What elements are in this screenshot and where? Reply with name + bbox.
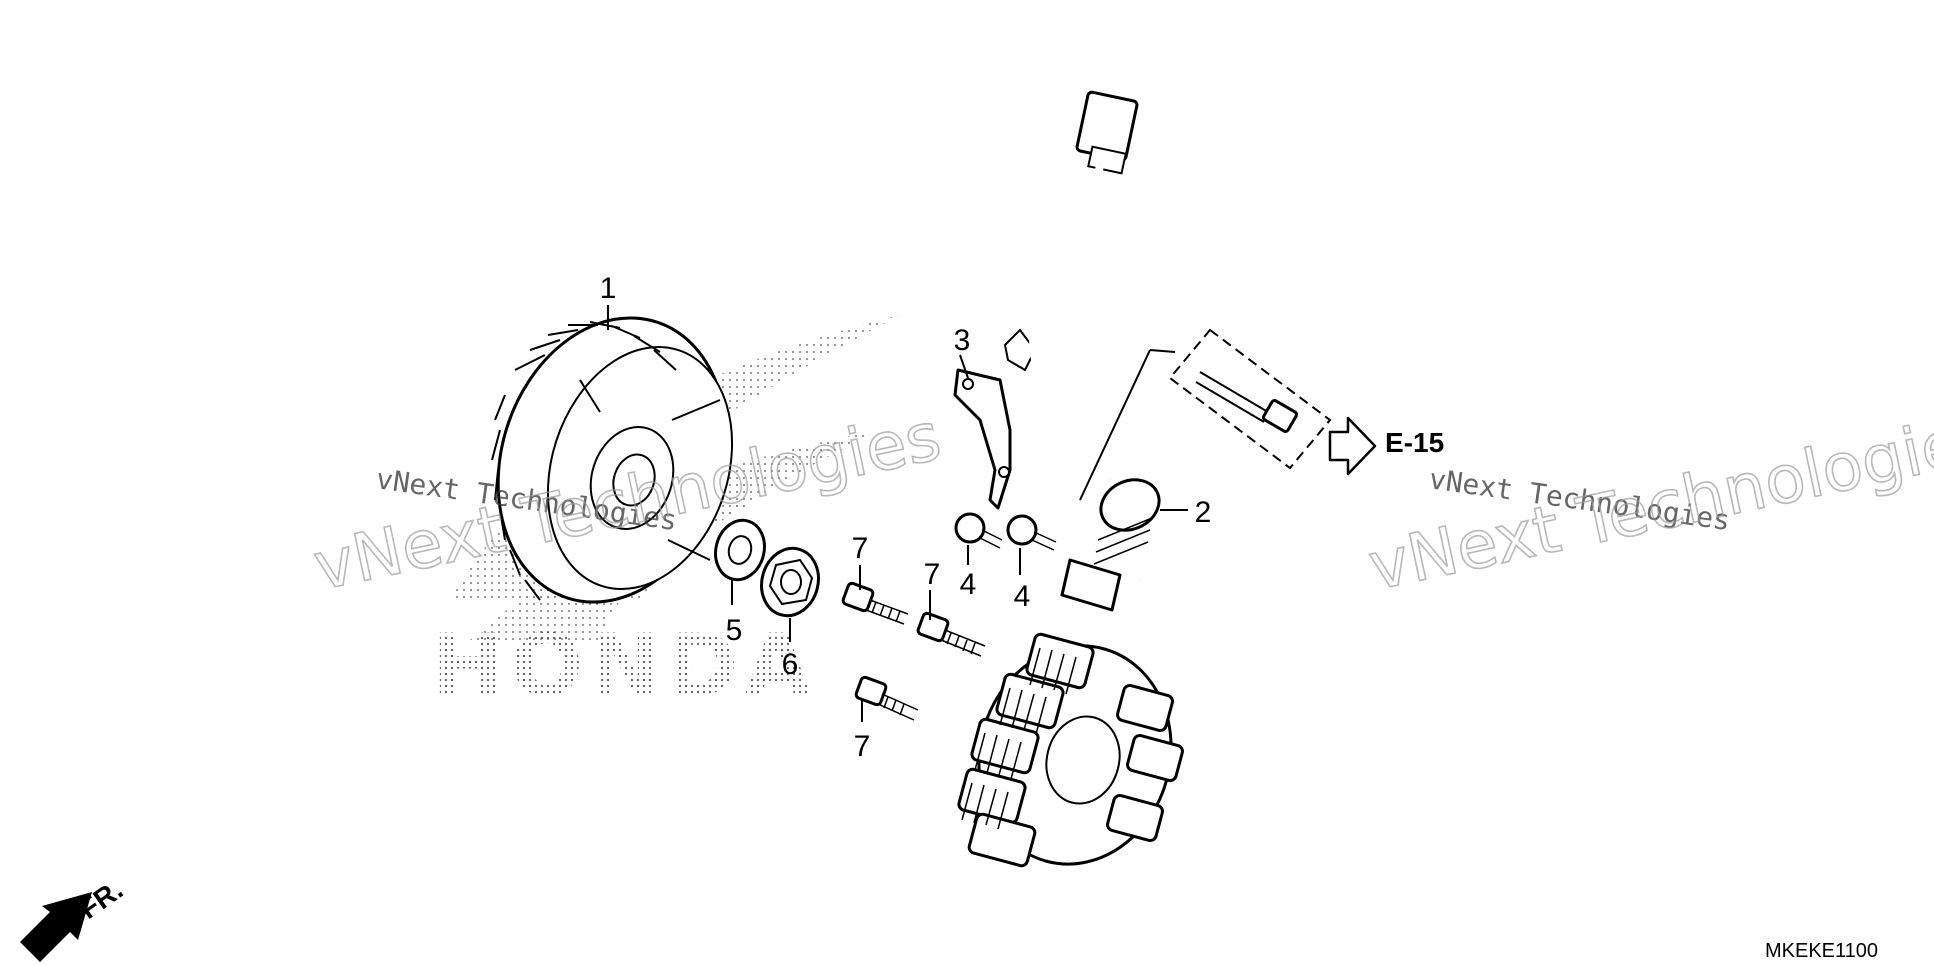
callout-7c: 7 bbox=[854, 730, 871, 763]
bolt-7a bbox=[841, 581, 909, 625]
callout-4a: 4 bbox=[960, 568, 977, 601]
callout-6: 6 bbox=[782, 648, 799, 681]
stator-poles bbox=[957, 632, 1184, 868]
bolt-7b bbox=[916, 611, 986, 657]
callout-1: 1 bbox=[600, 272, 617, 305]
watermark-right-big: vNext Technologies bbox=[1362, 398, 1934, 606]
flange-nut bbox=[760, 546, 820, 618]
callout-2: 2 bbox=[1195, 496, 1212, 529]
callout-3: 3 bbox=[954, 324, 971, 357]
stator-harness bbox=[957, 90, 1184, 868]
reference-label[interactable]: E-15 bbox=[1385, 427, 1444, 458]
hollow-arrow-right-icon bbox=[1328, 416, 1377, 476]
bolt-4b bbox=[1006, 514, 1057, 551]
brand-text: HONDA bbox=[432, 616, 817, 716]
flywheel-rotor bbox=[491, 316, 734, 604]
leader-lines bbox=[607, 305, 1188, 722]
reference-group-box bbox=[1079, 328, 1332, 501]
callout-4b: 4 bbox=[1014, 580, 1031, 613]
bolt-7c bbox=[854, 675, 919, 721]
callout-7a: 7 bbox=[852, 532, 869, 565]
bolt-4a bbox=[954, 512, 1003, 549]
washer bbox=[714, 518, 766, 582]
arrow-down-left-icon bbox=[20, 892, 92, 962]
wire-clamp-bracket bbox=[953, 328, 1037, 510]
callout-7b: 7 bbox=[924, 558, 941, 591]
diagram-code: MKEKE1100 bbox=[1765, 940, 1878, 962]
callout-5: 5 bbox=[726, 614, 743, 647]
